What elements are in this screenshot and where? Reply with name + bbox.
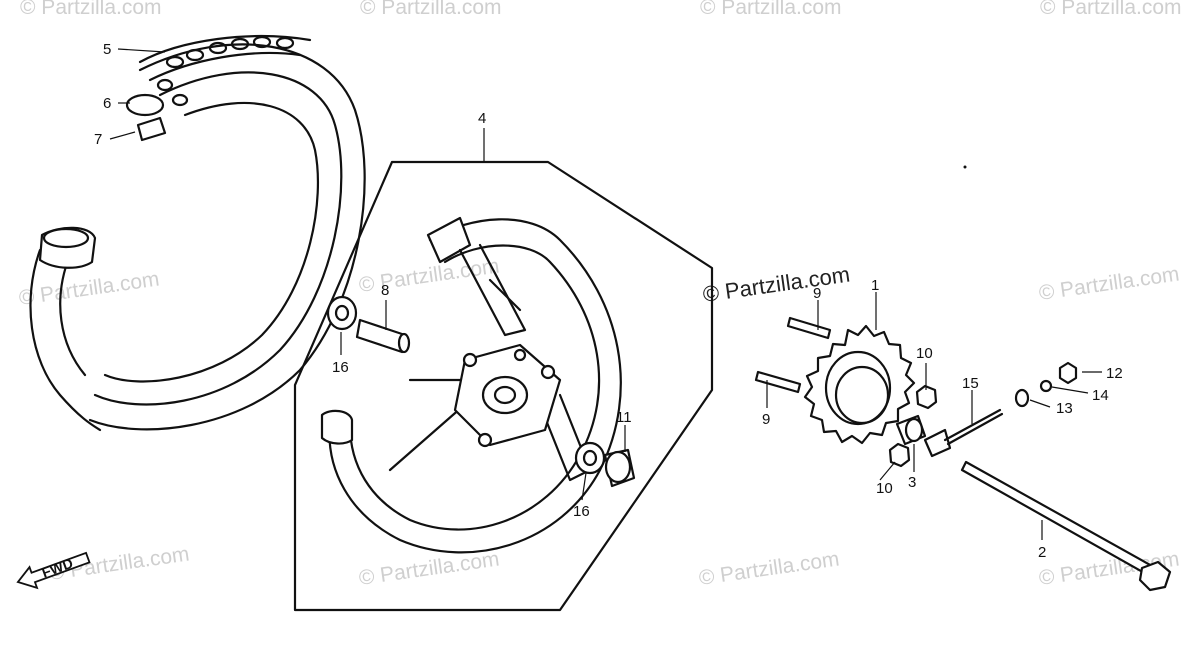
sprocket-collar	[895, 414, 927, 446]
tire-tread-pattern	[156, 35, 295, 107]
callout-14: 14	[1092, 387, 1109, 404]
callout-3: 3	[908, 474, 916, 491]
cotter-pin	[1039, 379, 1053, 393]
stray-dot	[963, 165, 967, 169]
tire-assembly	[29, 35, 366, 432]
callout-12: 12	[1106, 365, 1123, 382]
valve-stem	[136, 116, 167, 142]
bearing-right	[574, 441, 606, 475]
leader-lines	[109, 48, 1102, 540]
stud-bolt-lower	[754, 370, 802, 394]
dust-seal	[603, 448, 636, 488]
wheel-group-outline	[293, 160, 714, 612]
bearing-left	[326, 295, 358, 331]
axle-shaft	[960, 460, 1172, 592]
stud-bolt-upper	[786, 316, 832, 340]
callout-5: 5	[103, 41, 111, 58]
callout-9-lower: 9	[762, 411, 770, 428]
driven-sprocket	[803, 324, 916, 445]
callout-15: 15	[962, 375, 979, 392]
callout-labels: 5 6 7 4 8 16 16 11 9 9 1 10 10 3 15 12 1…	[94, 41, 1123, 561]
callout-9-upper: 9	[813, 285, 821, 302]
callout-6: 6	[103, 95, 111, 112]
watermark: © Partzilla.com	[357, 547, 500, 589]
watermark: © Partzilla.com	[20, 0, 162, 19]
callout-16-left: 16	[332, 359, 349, 376]
watermark: © Partzilla.com	[17, 267, 160, 309]
watermark: © Partzilla.com	[360, 0, 502, 19]
callout-2: 2	[1038, 544, 1046, 561]
watermark-main: © Partzilla.com	[701, 262, 851, 307]
watermark: © Partzilla.com	[1037, 262, 1180, 304]
nut-upper	[915, 384, 938, 410]
distance-collar	[355, 318, 411, 354]
callout-7: 7	[94, 131, 102, 148]
callout-10-upper: 10	[916, 345, 933, 362]
callout-8: 8	[381, 282, 389, 299]
watermark: © Partzilla.com	[357, 254, 500, 296]
callout-16-right: 16	[573, 503, 590, 520]
chain-adjuster	[923, 408, 1004, 458]
cast-wheel	[320, 216, 622, 554]
watermark: © Partzilla.com	[697, 547, 840, 589]
inner-tube	[125, 93, 165, 117]
axle-nut	[1058, 361, 1078, 385]
watermark: © Partzilla.com	[1040, 0, 1182, 19]
fwd-arrow-icon	[16, 551, 91, 590]
washer	[1014, 388, 1030, 408]
callout-10-lower: 10	[876, 480, 893, 497]
callout-13: 13	[1056, 400, 1073, 417]
watermark: © Partzilla.com	[700, 0, 842, 19]
callout-4: 4	[478, 110, 486, 127]
callout-11: 11	[616, 409, 632, 426]
callout-1: 1	[871, 277, 879, 294]
nut-lower	[888, 442, 911, 468]
